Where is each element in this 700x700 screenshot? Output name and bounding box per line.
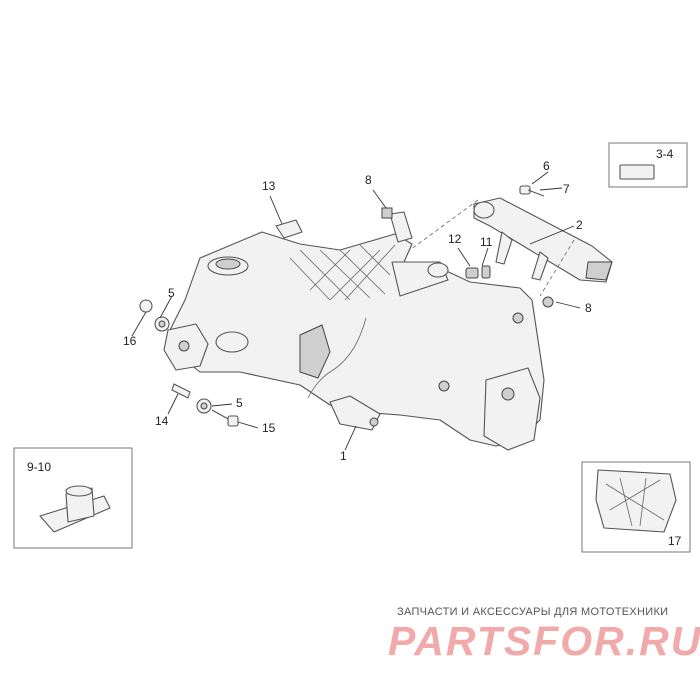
callout-16: 16 — [123, 334, 137, 348]
inset-box-9-10 — [13, 447, 133, 549]
callout-17: 17 — [668, 534, 682, 548]
callout-labels: 1 2 3-4 5 5 6 7 8 8 9-10 11 12 13 14 15 … — [27, 147, 682, 548]
inset-box-17 — [581, 461, 691, 553]
callout-8-right: 8 — [585, 301, 592, 315]
rear-subframe — [473, 197, 613, 283]
callout-6: 6 — [543, 159, 550, 173]
watermark-logo: PARTSFOR.RU — [388, 618, 700, 664]
callout-14: 14 — [155, 414, 169, 428]
nut-11-12 — [465, 265, 491, 279]
callout-12: 12 — [448, 232, 462, 246]
nut-16 — [139, 299, 153, 313]
washer-5-lower — [196, 398, 212, 414]
callout-11: 11 — [480, 235, 493, 249]
callout-15: 15 — [262, 421, 276, 435]
watermark-tagline: ЗАПЧАСТИ И АКСЕССУАРЫ ДЛЯ МОТОТЕХНИКИ — [397, 606, 669, 618]
assembly-guide-line — [409, 199, 479, 251]
callout-1: 1 — [340, 449, 347, 463]
callout-2: 2 — [576, 218, 583, 232]
callout-13: 13 — [262, 179, 276, 193]
bolt-8-right — [542, 296, 554, 308]
bolt-15 — [211, 409, 239, 427]
callout-9-10: 9-10 — [27, 460, 51, 474]
clip-13 — [275, 219, 303, 239]
callout-5-upper: 5 — [168, 286, 175, 300]
callout-7: 7 — [563, 182, 570, 196]
bolt-8-top — [381, 207, 393, 219]
callout-3-4: 3-4 — [656, 147, 674, 161]
inset-box-3-4 — [608, 142, 688, 188]
leader-lines — [131, 171, 581, 451]
assembly-guide-line — [539, 239, 575, 297]
callout-5-lower: 5 — [236, 396, 243, 410]
bolt-6-7 — [519, 185, 545, 197]
washer-5-upper — [154, 316, 170, 332]
frame-assembly — [163, 211, 545, 451]
callout-8-top: 8 — [365, 173, 372, 187]
spacer-14 — [171, 383, 191, 399]
